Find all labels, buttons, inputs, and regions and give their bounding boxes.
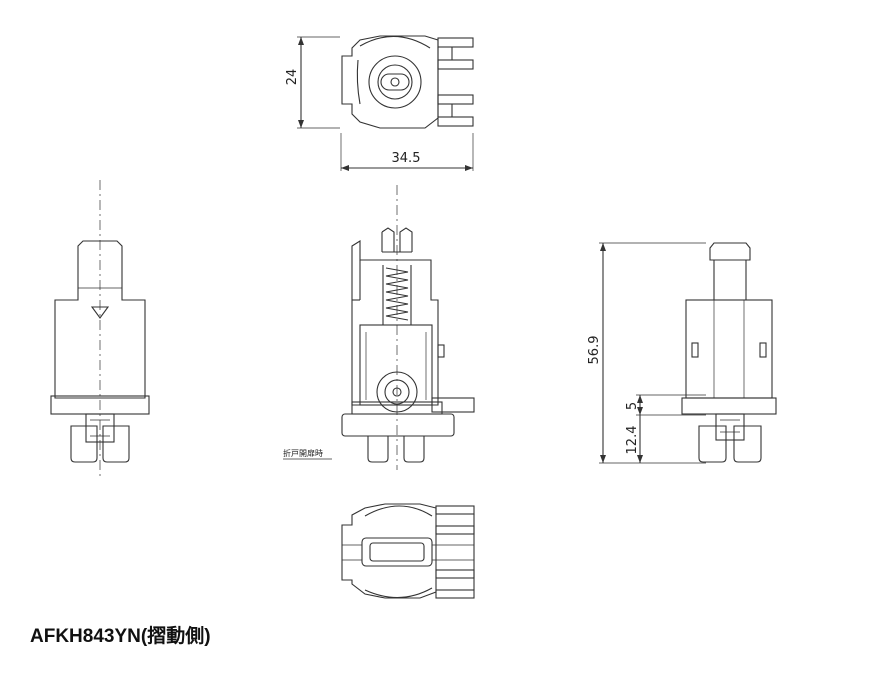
top-view (297, 35, 474, 171)
right-side-view (599, 242, 777, 464)
drawing-caption: AFKH843YN(摺動側) (30, 626, 211, 647)
dim-side-small: 5 (625, 402, 640, 410)
dim-top-width: 34.5 (392, 151, 421, 166)
left-front-view (50, 180, 150, 480)
bottom-view (341, 503, 475, 599)
note-label: 折戸開扉時 (283, 448, 323, 458)
dim-side-height: 56.9 (587, 336, 602, 365)
dim-top-height: 24 (285, 69, 300, 86)
center-section-view (341, 185, 475, 470)
dim-side-lower: 12.4 (625, 426, 640, 455)
